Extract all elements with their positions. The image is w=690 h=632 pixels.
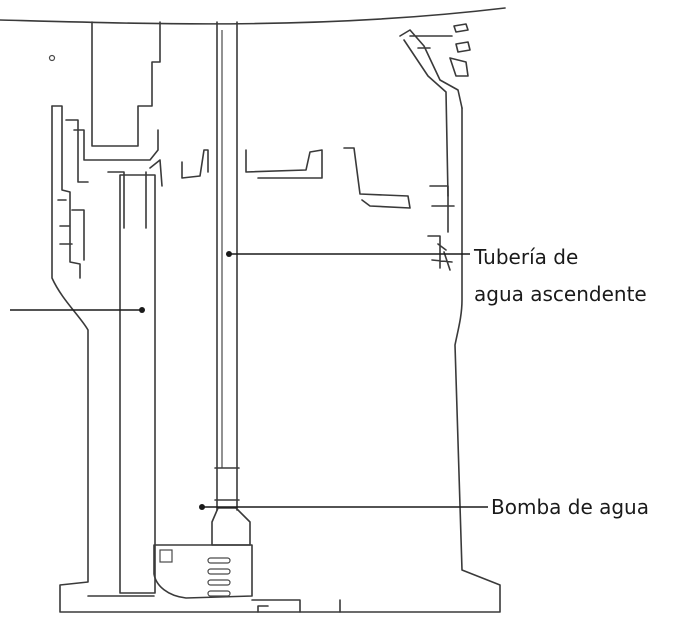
- left-column: [119, 174, 156, 594]
- pipe-clip-left: [181, 149, 209, 179]
- pump-badge: [159, 549, 173, 563]
- leader-water-pump-dot: [199, 504, 205, 510]
- left-tank-wall: [51, 105, 501, 613]
- pump-vent-slots: [207, 557, 231, 597]
- middle-bracket: [245, 149, 323, 179]
- pump-body: [153, 544, 253, 599]
- left-upper-bracket: [51, 105, 89, 279]
- leader-left-column-dot: [139, 307, 145, 313]
- label-water-pump: Bomba de agua: [491, 495, 649, 519]
- right-upper-bracket: [399, 29, 463, 197]
- top-housing: [91, 21, 161, 147]
- base-floor: [87, 595, 341, 613]
- middle-step-bracket: [343, 147, 411, 209]
- riser-pipe-joint: [214, 467, 240, 501]
- right-small-slot-3: [449, 57, 469, 77]
- marker-dot: [48, 54, 56, 62]
- label-riser-pipe-line2: agua ascendente: [474, 282, 647, 306]
- right-lower-bracket: [427, 185, 455, 271]
- pump-outlet: [211, 507, 251, 546]
- label-riser-pipe-line1: Tubería de: [474, 245, 579, 269]
- right-small-slot-2: [455, 41, 471, 53]
- top-edge: [0, 7, 506, 25]
- left-inner-bracket: [73, 129, 159, 161]
- leader-riser-pipe-dot: [226, 251, 232, 257]
- right-small-slot-1: [453, 23, 469, 33]
- left-column-cap: [107, 159, 163, 229]
